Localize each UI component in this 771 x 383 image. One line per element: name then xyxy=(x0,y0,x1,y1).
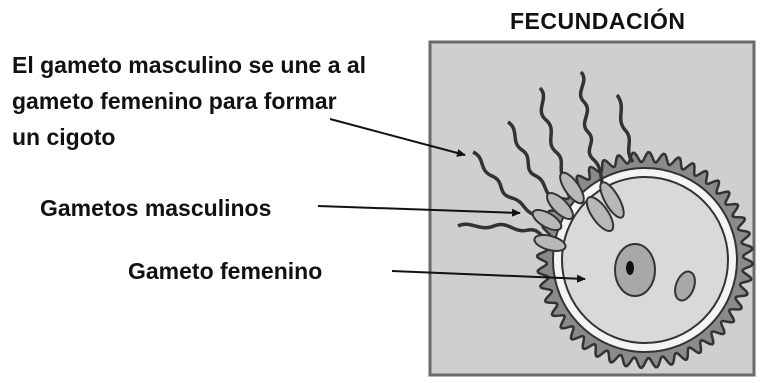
male-gamete-3 xyxy=(506,120,574,220)
arrow-female-gamete xyxy=(391,270,586,283)
male-gametes-group xyxy=(457,70,635,252)
male-gamete-4 xyxy=(472,150,563,232)
label-union-line-2: gameto femenino para formar xyxy=(12,88,337,114)
arrow-male-gametes xyxy=(317,205,521,217)
diagram-title: FECUNDACIÓN xyxy=(510,8,686,34)
label-male-gametes: Gametos masculinos xyxy=(40,195,272,221)
male-gamete-1 xyxy=(578,70,625,219)
arrow-union xyxy=(329,118,466,157)
label-female-gamete: Gameto femenino xyxy=(128,258,323,284)
egg-polar-body xyxy=(674,270,696,302)
label-union-line-3: un cigoto xyxy=(12,124,116,150)
male-gamete-2 xyxy=(538,86,585,205)
male-gamete-5 xyxy=(457,222,567,252)
male-gamete-6-entering xyxy=(585,93,635,233)
egg-nucleolus xyxy=(626,261,634,275)
label-union-line-1: El gameto masculino se une a al xyxy=(12,52,367,78)
egg-nucleus xyxy=(614,243,656,297)
